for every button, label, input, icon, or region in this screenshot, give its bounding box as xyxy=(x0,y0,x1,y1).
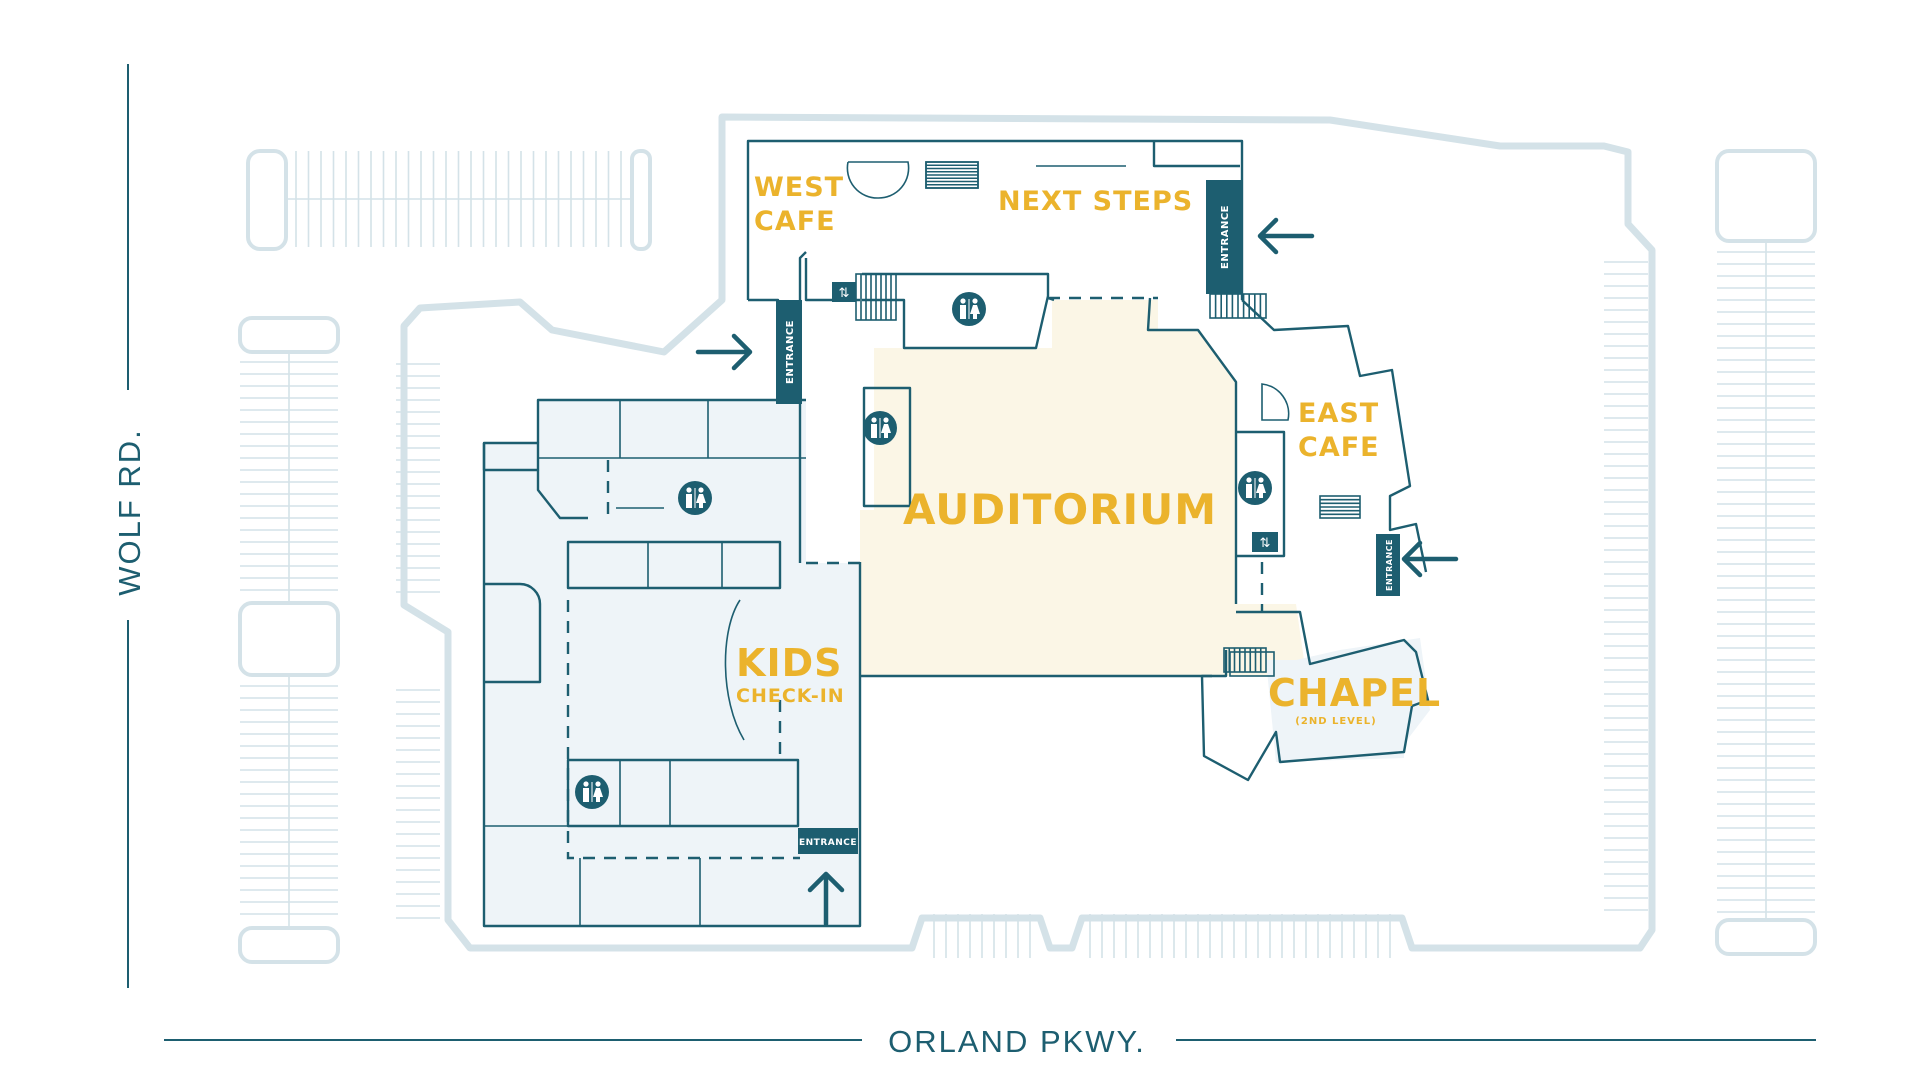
road-orland-label: ORLAND PKWY. xyxy=(888,1024,1146,1059)
parking-stalls-inner-right xyxy=(1604,261,1648,911)
entrance-west[interactable]: ENTRANCE xyxy=(776,300,802,404)
arrow-south-entrance xyxy=(807,871,845,927)
restroom-icon xyxy=(863,411,897,445)
road-wolf: WOLF RD. xyxy=(112,64,147,988)
entrance-north-east[interactable]: ENTRANCE xyxy=(1206,180,1242,294)
parking-stalls-left xyxy=(240,361,338,915)
entrance-north-east-label: ENTRANCE xyxy=(1220,205,1231,269)
arrow-north-east-entrance xyxy=(1257,217,1315,255)
label-chapel-level: (2ND LEVEL) xyxy=(1295,716,1376,727)
label-next-steps: NEXT STEPS xyxy=(998,186,1193,217)
elevator-icon-lower: ⇅ xyxy=(1252,532,1278,552)
svg-text:⇅: ⇅ xyxy=(839,286,850,301)
entrance-west-label: ENTRANCE xyxy=(785,320,796,384)
svg-text:⇅: ⇅ xyxy=(1260,536,1271,551)
restroom-icon xyxy=(575,775,609,809)
elevator-icon-upper: ⇅ xyxy=(832,282,856,302)
label-west-cafe-2: CAFE xyxy=(754,206,836,237)
entrance-east-label: ENTRANCE xyxy=(1385,539,1394,591)
arrow-icon xyxy=(695,217,1459,927)
restroom-icons xyxy=(575,292,1272,809)
restroom-icon xyxy=(952,292,986,326)
arrow-east-entrance xyxy=(1401,540,1459,578)
label-chapel: CHAPEL xyxy=(1268,671,1441,715)
arrow-west-entrance xyxy=(695,333,753,371)
label-west-cafe-1: WEST xyxy=(754,172,844,203)
auditorium-area xyxy=(860,300,1304,676)
label-east-cafe-2: CAFE xyxy=(1298,432,1380,463)
parking-stalls-bottom xyxy=(933,914,1391,958)
parking-stalls-top xyxy=(295,151,622,247)
label-kids: KIDS xyxy=(736,641,843,685)
parking-stalls-right xyxy=(1717,251,1815,913)
parking-stalls-inner-left xyxy=(396,363,440,919)
road-orland: ORLAND PKWY. xyxy=(164,1024,1816,1059)
building-walls xyxy=(482,139,1430,928)
chapel-area xyxy=(1266,638,1430,762)
restroom-icon xyxy=(1238,471,1272,505)
entrance-east[interactable]: ENTRANCE xyxy=(1376,534,1400,596)
restroom-icon xyxy=(678,481,712,515)
entrance-south[interactable]: ENTRANCE xyxy=(798,828,858,854)
entrance-south-label: ENTRANCE xyxy=(799,838,857,848)
road-wolf-label: WOLF RD. xyxy=(112,428,147,596)
label-east-cafe-1: EAST xyxy=(1298,398,1379,429)
label-auditorium: AUDITORIUM xyxy=(903,485,1217,534)
label-check-in: CHECK-IN xyxy=(736,685,845,707)
parking-lot xyxy=(238,113,1817,964)
